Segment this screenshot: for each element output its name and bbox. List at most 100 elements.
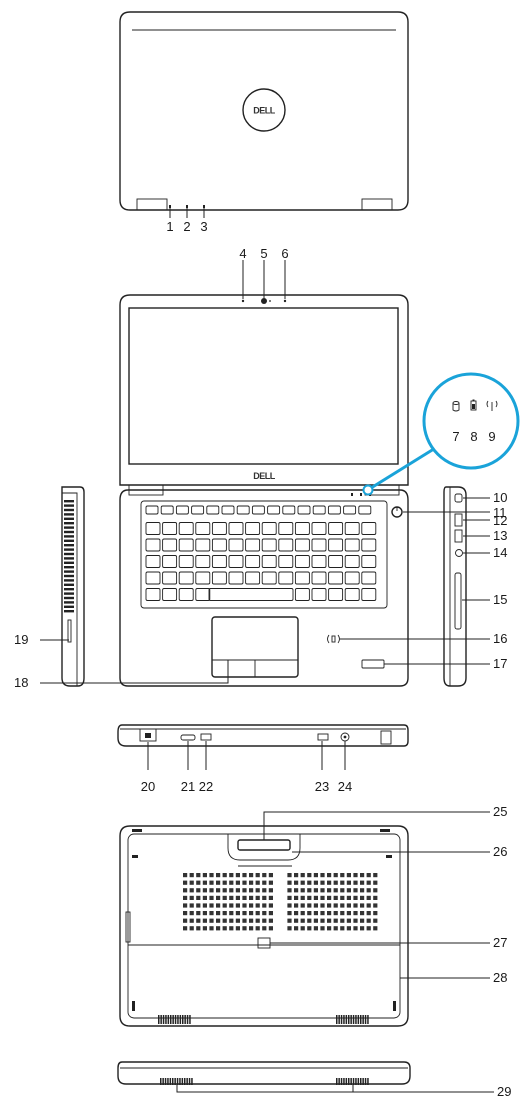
speaker-grille [179,1078,181,1085]
speaker-grille [158,1015,160,1024]
keyboard [146,506,376,601]
vent-hole [294,881,298,885]
vent-hole [353,919,357,923]
vent-hole [360,911,364,915]
keyboard-key [146,506,158,514]
keyboard-key [295,589,309,601]
vent-slot [64,584,74,586]
keyboard-key [312,539,326,551]
rubber-foot [393,1001,396,1011]
vent-hole [314,926,318,930]
vent-hole [216,919,220,923]
keyboard-key [362,539,376,551]
vent-hole [209,873,213,877]
vent-hole [301,919,305,923]
vent-hole [301,911,305,915]
vent-hole [262,888,266,892]
keyboard-key [146,589,160,601]
keyboard-key [146,539,160,551]
vent-hole [269,919,273,923]
speaker [158,1015,369,1024]
vent-hole [287,881,291,885]
keyboard-key [246,572,260,584]
speaker-grille [172,1078,174,1085]
vent-hole [314,873,318,877]
keyboard-key [295,539,309,551]
vent-hole [183,881,187,885]
status-light-icon [351,493,353,496]
keyboard-key [163,589,177,601]
vent-hole [256,873,260,877]
vent-hole [216,903,220,907]
vent-slot [64,597,74,599]
speaker-grille [365,1078,367,1085]
speaker-grille [336,1078,338,1085]
vent-hole [183,903,187,907]
vent-hole [236,873,240,877]
vent-hole [314,888,318,892]
speaker-grille [182,1015,184,1024]
vent-hole [353,911,357,915]
keyboard-key [179,523,193,535]
vent-hole [307,873,311,877]
vent-hole [249,911,253,915]
callout-7: 7 [452,429,459,444]
svg-text:DELL: DELL [253,106,276,116]
callout-12: 12 [493,513,507,528]
vent-hole [327,888,331,892]
vent-hole [183,896,187,900]
vent-slot [64,562,74,564]
keyboard-key [279,523,293,535]
speaker-grille [184,1015,186,1024]
vent-hole [347,896,351,900]
vent-hole [216,911,220,915]
vent-hole [327,903,331,907]
keyboard-key [246,539,260,551]
vent-hole [236,903,240,907]
speaker-grille [165,1015,167,1024]
vent-hole [327,911,331,915]
speaker-grille [350,1015,352,1024]
vent-hole [373,903,377,907]
vent-hole [249,903,253,907]
vent-hole [360,873,364,877]
vent-slot [64,504,74,506]
callout-20: 20 [141,779,155,794]
vent-hole [373,896,377,900]
keyboard-key [262,523,276,535]
vent-hole [269,873,273,877]
vent-hole [334,903,338,907]
vent-hole [314,896,318,900]
vent-hole [242,888,246,892]
vent-slot [64,544,74,546]
keyboard-key [246,523,260,535]
keyboard-key [179,539,193,551]
vent-hole [301,926,305,930]
vent-hole [307,888,311,892]
vent-hole [242,896,246,900]
keyboard-key [252,506,264,514]
vent-hole [301,903,305,907]
callout-28: 28 [493,970,507,985]
vent-hole [196,873,200,877]
vent-hole [353,926,357,930]
vent-hole [320,903,324,907]
speaker-grille [343,1015,345,1024]
vent-hole [320,926,324,930]
vent-hole [373,919,377,923]
vent-hole [373,926,377,930]
keyboard-key [196,589,210,601]
keyboard-key [262,539,276,551]
vent-hole [287,888,291,892]
keyboard-key [362,556,376,568]
keyboard-key [345,539,359,551]
vent-hole [229,873,233,877]
callout-25: 25 [493,804,507,819]
speaker-grille [346,1078,348,1085]
vent-hole [360,888,364,892]
vent-slot [64,531,74,533]
power-button [392,507,402,517]
keyboard-key [345,572,359,584]
keyboard-key [312,589,326,601]
